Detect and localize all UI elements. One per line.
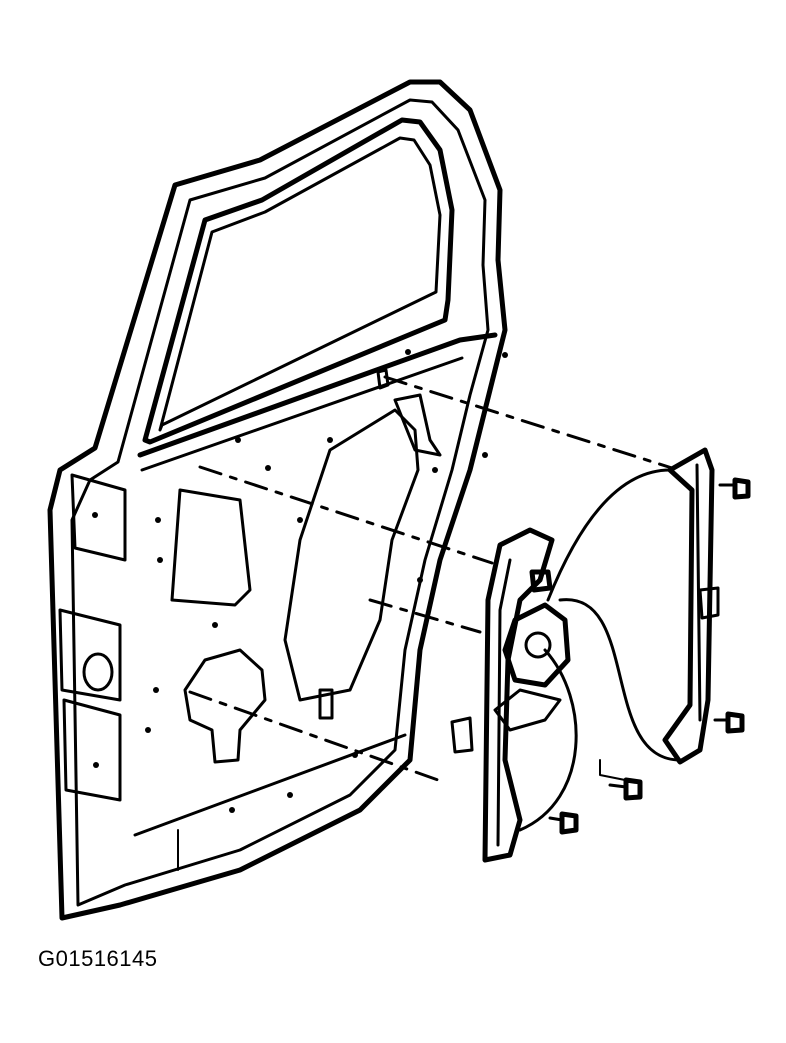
regulator-left-rail: [482, 527, 555, 863]
window-frame: [142, 117, 455, 445]
leader-line-1: [383, 375, 674, 470]
hinge-lower: [62, 698, 122, 802]
bolt-icon: [713, 711, 745, 734]
door-mounting-holes: [92, 349, 508, 813]
rail-cable-guide: [599, 759, 626, 781]
regulator-right-rail: [662, 447, 715, 765]
motor-housing-lower: [493, 688, 562, 732]
regulator-cable-upper: [546, 468, 672, 602]
door-inner-flange: [70, 98, 490, 907]
regulator-motor: [502, 602, 571, 688]
hinge-upper: [70, 473, 127, 562]
door-panel: [47, 79, 508, 921]
regulator-left-rail-edge: [496, 558, 512, 847]
door-stud-upper: [376, 368, 390, 390]
figure-reference-code: G01516145: [38, 946, 158, 971]
mounting-bolts: [529, 477, 751, 835]
check-hole: [82, 652, 114, 692]
access-hole-upper: [170, 488, 252, 607]
door-lower-tab: [318, 688, 334, 720]
regulator-cable-lower: [518, 648, 578, 832]
window-frame-inner: [158, 136, 442, 432]
door-bracket: [393, 393, 442, 457]
window-regulator-assembly: [450, 447, 720, 863]
door-outer-outline: [47, 79, 508, 921]
bolt-icon: [529, 569, 553, 593]
motor-connector: [450, 716, 474, 754]
leader-line-2: [198, 465, 494, 565]
leader-line-3: [368, 598, 482, 634]
door-bottom-seam: [133, 733, 407, 837]
bolt-icon: [718, 477, 751, 500]
access-hole-main: [283, 408, 420, 702]
motor-gear: [524, 631, 552, 659]
belt-line: [137, 332, 498, 458]
bolt-icon: [608, 777, 643, 801]
rail-connector: [698, 586, 720, 620]
leader-line-4: [188, 690, 440, 782]
regulator-cable-outer: [558, 598, 682, 762]
bolt-icon: [548, 811, 579, 835]
access-hole-lower: [183, 648, 267, 764]
hinge-mid: [58, 608, 122, 702]
leader-lines: [188, 375, 674, 782]
belt-line-lower: [140, 356, 464, 472]
regulator-right-rail-edge: [695, 463, 702, 722]
